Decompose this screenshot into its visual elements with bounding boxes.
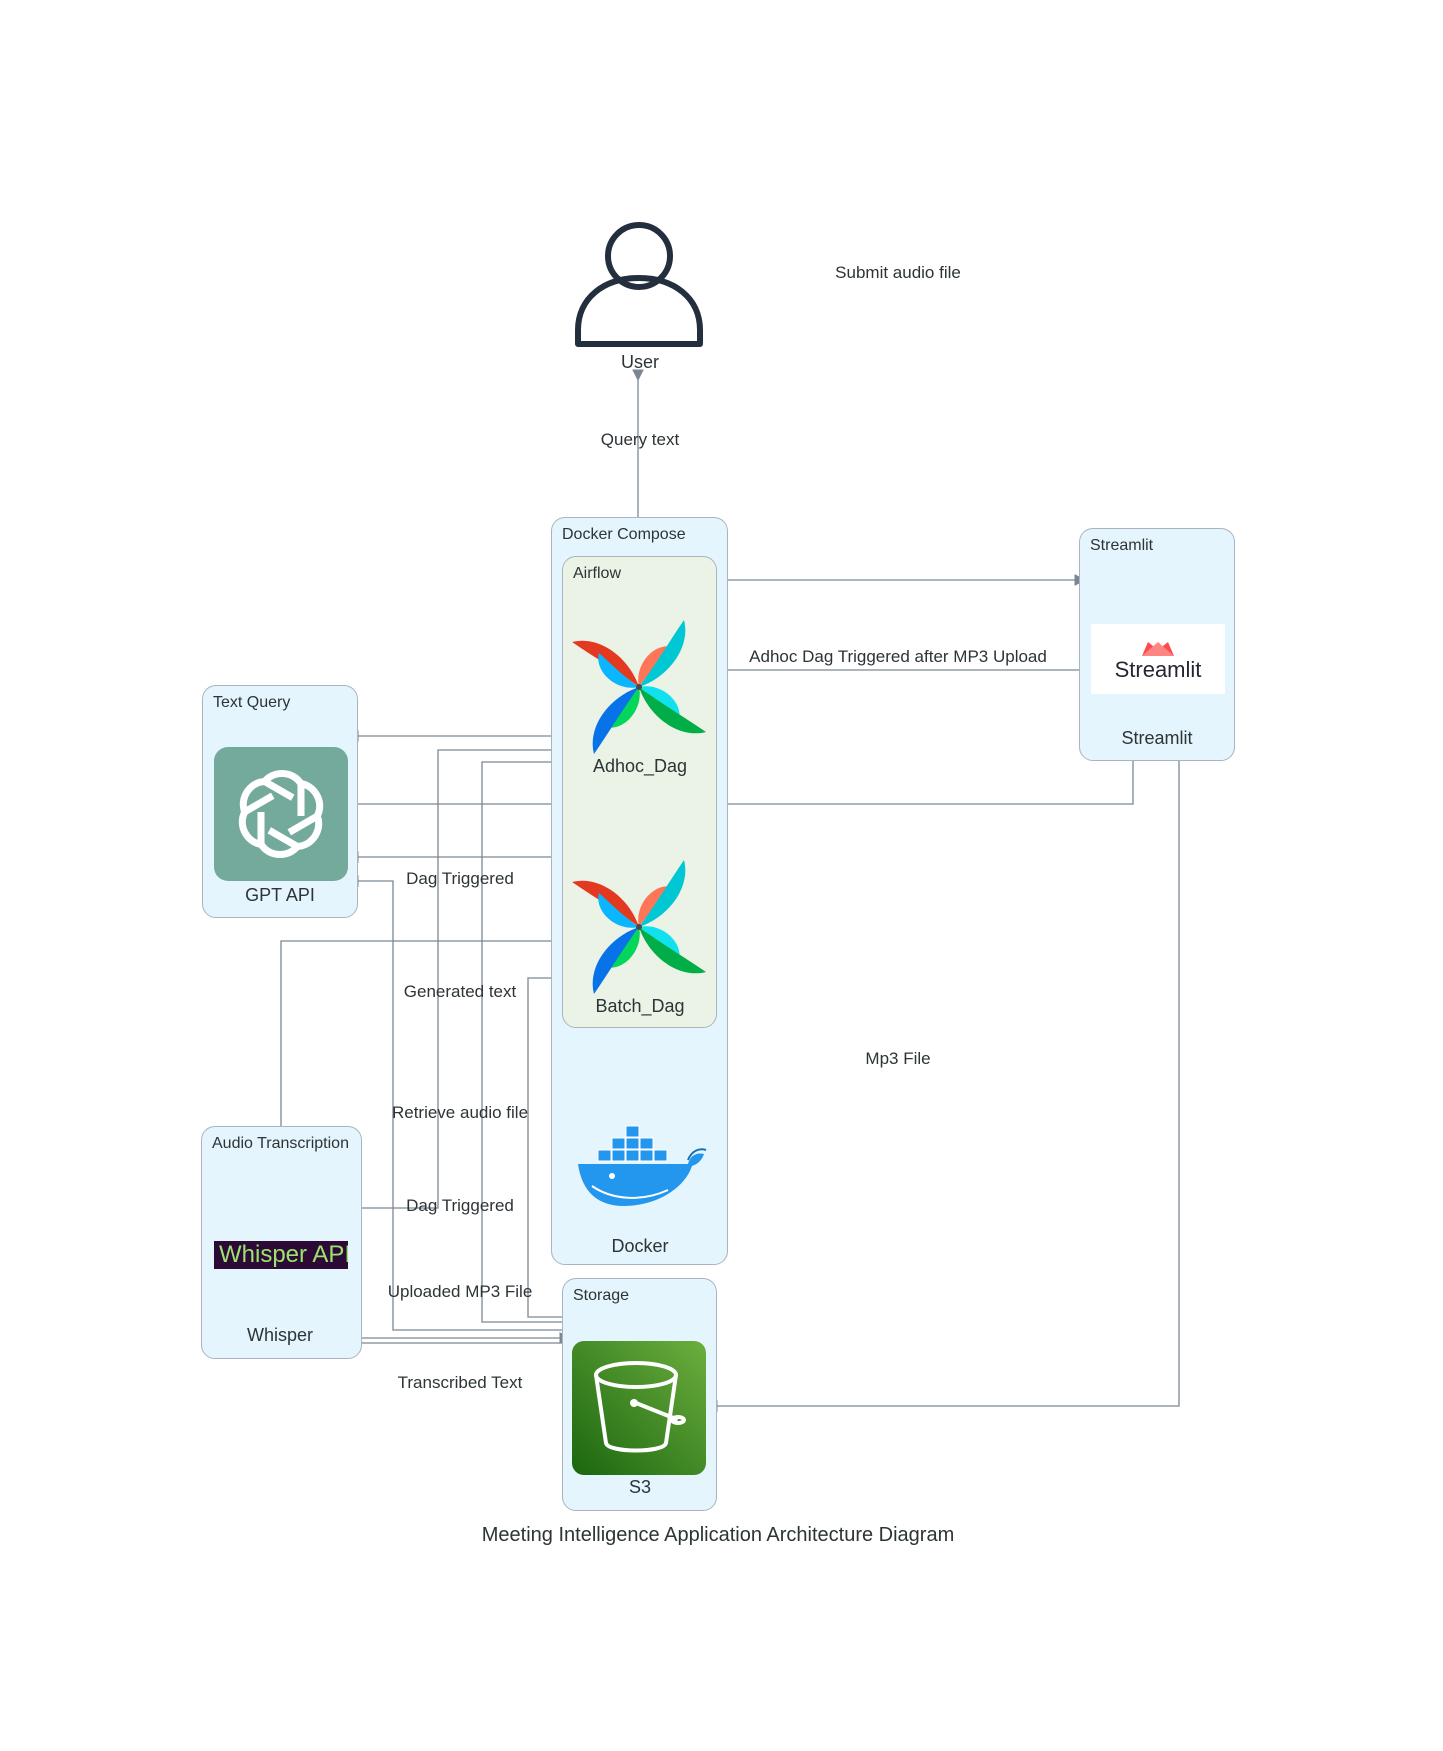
user-icon [575,222,703,347]
cluster-label: Text Query [213,694,291,711]
edge-s3-adhoc [481,756,572,1323]
cluster-label: Streamlit [1090,537,1154,554]
edge-label-uploaded-mp3: Uploaded MP3 File [387,1282,533,1301]
edge-s3-gpt [346,875,570,1331]
streamlit-wordmark: Streamlit [1114,657,1202,682]
diagram-title: Meeting Intelligence Application Archite… [481,1524,955,1546]
cluster-label: Audio Transcription [212,1135,349,1152]
node-label-gpt-api: GPT API [245,885,315,905]
node-label-user: User [620,352,660,372]
airflow-pinwheel-icon [572,860,706,994]
node-label-docker: Docker [611,1236,669,1256]
openai-logo [214,747,348,881]
node-label-s3: S3 [628,1477,652,1497]
edge-label-dag-triggered: Dag Triggered [406,1196,514,1215]
node-label-whisper: Whisper [246,1325,314,1345]
streamlit-crown-icon [1142,642,1174,656]
edge-label-query-text: Query text [600,430,680,449]
node-label-adhoc-dag: Adhoc_Dag [592,756,688,776]
node-label-batch-dag: Batch_Dag [595,996,685,1016]
whisper-wordmark: Whisper API [219,1241,348,1268]
cluster-airflow: Airflow [562,556,717,1028]
edge-label-dag-triggered: Dag Triggered [406,869,514,888]
edge-streamlit-s3 [705,748,1180,1412]
edge-batch-whisper [275,940,570,1165]
node-label-streamlit: Streamlit [1121,728,1193,748]
edge-adhoc-whisper [346,749,570,1214]
edge-label-transcribed-text: Transcribed Text [397,1373,523,1392]
cluster-label: Storage [573,1287,630,1304]
s3-bucket-icon [594,1361,686,1453]
edge-gpt-streamlit [337,746,1139,810]
openai-knot-icon [238,770,324,858]
edge-label-generated-text: Generated text [403,982,517,1001]
cluster-label: Docker Compose [562,526,686,543]
edge-label-submit-audio: Submit audio file [835,263,961,282]
edge-label-retrieve-audio: Retrieve audio file [391,1103,529,1122]
airflow-pinwheel-icon [572,620,706,754]
docker-whale-icon [578,1125,707,1206]
cluster-label: Airflow [573,565,622,582]
edge-s3-batch [527,972,572,1318]
whisper-logo: Whisper API [214,1241,348,1269]
edge-label-mp3-file: Mp3 File [865,1049,931,1068]
streamlit-logo: Streamlit [1091,624,1225,694]
edge-label-adhoc-triggered: Adhoc Dag Triggered after MP3 Upload [749,647,1047,666]
s3-logo [572,1341,706,1475]
